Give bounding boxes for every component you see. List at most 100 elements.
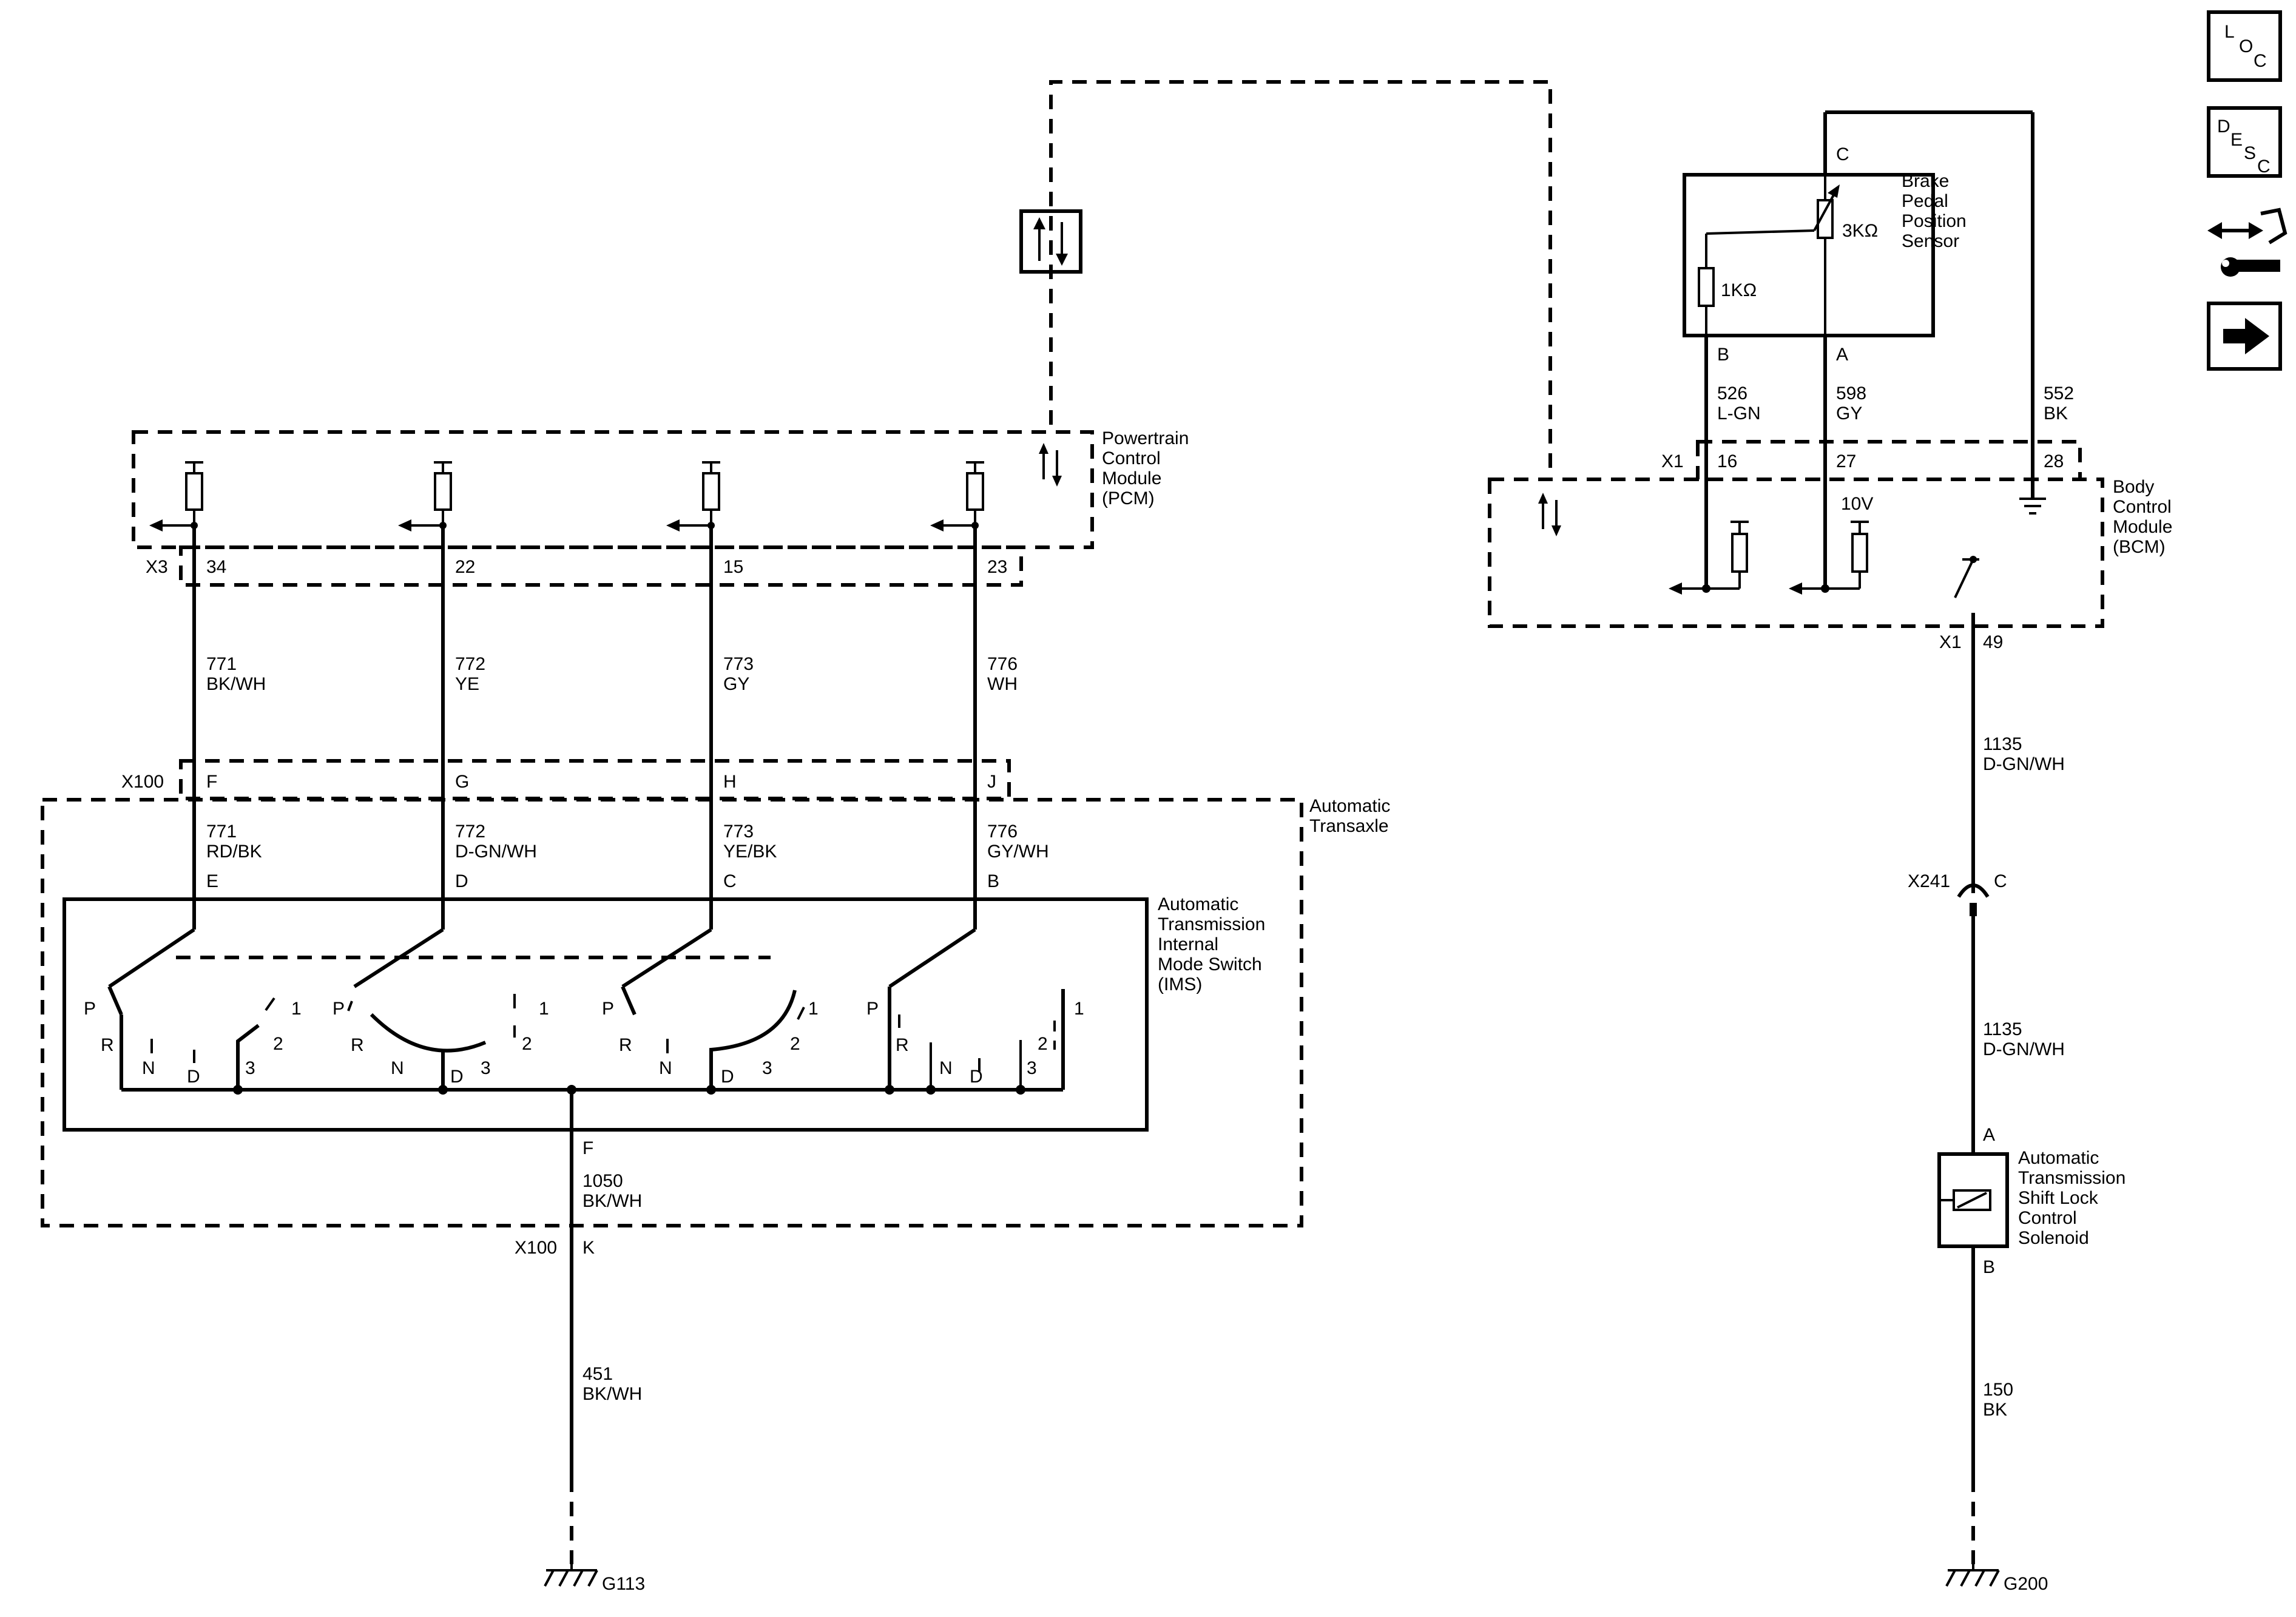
- ims-switch-group-4: [888, 928, 1065, 1090]
- circuit-776-upper-number: 776: [987, 654, 1018, 674]
- pos-g3-d: D: [721, 1067, 734, 1087]
- brake-sensor-label-l1: Brake: [1902, 171, 1949, 191]
- ims-switch-group-1: [107, 928, 275, 1090]
- pcm-input-34: [149, 461, 203, 532]
- circuit-598-number: 598: [1836, 383, 1866, 403]
- bcm-reference-voltage: 10V: [1841, 494, 1873, 514]
- pcm-label-l4: (PCM): [1102, 488, 1155, 508]
- ims-pin-c: C: [723, 871, 737, 891]
- circuit-526-number: 526: [1717, 383, 1747, 403]
- bcm-outline: [1488, 478, 2104, 628]
- circuit-451-color: BK/WH: [582, 1384, 642, 1404]
- pcm-serial-data-icon: [1039, 443, 1062, 487]
- sensor-wiper: [1698, 229, 1815, 336]
- circuit-451-number: 451: [582, 1364, 613, 1384]
- pcm-label-l1: Powertrain: [1102, 428, 1189, 448]
- x3-pin-34: 34: [206, 557, 226, 577]
- pos-g4-p: P: [866, 999, 879, 1019]
- solenoid-label: Automatic Transmission Shift Lock Contro…: [2018, 1148, 2125, 1248]
- pos-g3-r: R: [619, 1035, 632, 1055]
- pos-g2-d: D: [450, 1067, 464, 1087]
- transaxle-label-l2: Transaxle: [1309, 816, 1389, 836]
- bcm-serial-data-icon: [1538, 493, 1561, 536]
- solenoid-label-l5: Solenoid: [2018, 1228, 2089, 1248]
- x3-pin-15: 15: [723, 557, 743, 577]
- x1-pin-28: 28: [2044, 451, 2064, 471]
- pos-g1-3: 3: [245, 1058, 255, 1078]
- brake-sensor-label-l3: Position: [1902, 211, 1967, 231]
- connector-icon[interactable]: [2207, 208, 2288, 277]
- pos-g4-2: 2: [1038, 1034, 1048, 1054]
- serial-data-box-icon: [1019, 209, 1082, 274]
- pcm-label: Powertrain Control Module (PCM): [1102, 428, 1189, 508]
- x1-pin-16: 16: [1717, 451, 1737, 471]
- x100-pin-j: J: [987, 772, 996, 792]
- brake-sensor-label: Brake Pedal Position Sensor: [1902, 171, 1967, 251]
- ims-pin-d: D: [455, 871, 468, 891]
- sensor-pin-a: A: [1836, 345, 1848, 365]
- ims-pin-f: F: [582, 1138, 593, 1158]
- circuit-598-color: GY: [1836, 403, 1862, 424]
- sensor-pin-b: B: [1717, 345, 1729, 365]
- pos-g3-3: 3: [762, 1058, 772, 1078]
- circuit-772-lower-number: 772: [455, 822, 485, 842]
- ground-g200-label: G200: [2004, 1574, 2048, 1594]
- bcm-driver-switch: [1954, 556, 1979, 893]
- x241-connector-icon: [1957, 883, 1990, 916]
- desc-letter-d: D: [2217, 116, 2230, 137]
- x100-pin-h: H: [723, 772, 737, 792]
- circuit-776-upper-color: WH: [987, 674, 1018, 694]
- circuit-552-color: BK: [2044, 403, 2068, 424]
- circuit-772-upper-color: YE: [455, 674, 479, 694]
- pos-g2-r: R: [351, 1035, 364, 1055]
- arrow-right-icon[interactable]: [2207, 302, 2282, 371]
- solenoid-pin-b: B: [1983, 1257, 1995, 1277]
- ims-label-l3: Internal: [1158, 934, 1218, 954]
- x3-pin-22: 22: [455, 557, 475, 577]
- brake-sensor-box: [1683, 173, 1935, 337]
- brake-sensor-label-l4: Sensor: [1902, 231, 1959, 251]
- circuit-771-lower-number: 771: [206, 822, 237, 842]
- circuit-771-upper-color: BK/WH: [206, 674, 266, 694]
- circuit-771-lower-color: RD/BK: [206, 842, 262, 862]
- x100-pin-k: K: [582, 1238, 595, 1258]
- ims-label-l5: (IMS): [1158, 974, 1202, 994]
- sensor-potentiometer: [1813, 175, 1840, 336]
- pos-g3-n: N: [659, 1058, 672, 1078]
- pos-g1-2: 2: [273, 1034, 283, 1054]
- circuit-1050-color: BK/WH: [582, 1191, 642, 1211]
- circuit-773-upper-number: 773: [723, 654, 754, 674]
- desc-button[interactable]: D E S C: [2207, 106, 2282, 178]
- ims-box: [62, 897, 1149, 1132]
- circuit-526-color: L-GN: [1717, 403, 1761, 424]
- ims-label: Automatic Transmission Internal Mode Swi…: [1158, 894, 1265, 994]
- transaxle-label: Automatic Transaxle: [1309, 796, 1390, 836]
- loc-button[interactable]: L O C: [2207, 10, 2282, 82]
- serial-data-link: [1049, 80, 1552, 479]
- desc-letter-c: C: [2257, 157, 2271, 177]
- bcm-label: Body Control Module (BCM): [2113, 477, 2172, 557]
- ground-g113-label: G113: [602, 1574, 645, 1594]
- pos-g4-n: N: [939, 1058, 953, 1078]
- pcm-input-22: [398, 461, 452, 532]
- pcm-label-l3: Module: [1102, 468, 1161, 488]
- pos-g3-p: P: [602, 999, 614, 1019]
- circuit-1135-upper-color: D-GN/WH: [1983, 754, 2065, 774]
- x100-pin-f: F: [206, 772, 217, 792]
- pos-g2-n: N: [391, 1058, 404, 1078]
- bcm-ground-icon: [2019, 498, 2046, 515]
- ims-junction-dots: [233, 1085, 1025, 1095]
- bcm-label-l4: (BCM): [2113, 537, 2166, 557]
- ims-label-l4: Mode Switch: [1158, 954, 1262, 974]
- pcm-input-23: [930, 461, 984, 532]
- ims-label-l2: Transmission: [1158, 914, 1265, 934]
- resistor-3k-label: 3KΩ: [1842, 221, 1878, 241]
- pos-g4-3: 3: [1027, 1058, 1037, 1078]
- ims-switch-group-2: [347, 928, 516, 1090]
- solenoid-label-l2: Transmission: [2018, 1168, 2125, 1188]
- bcm-input-16: [1669, 521, 1749, 595]
- transaxle-label-l1: Automatic: [1309, 796, 1390, 816]
- x1-pin-49: 49: [1983, 632, 2003, 652]
- x3-pin-23: 23: [987, 557, 1007, 577]
